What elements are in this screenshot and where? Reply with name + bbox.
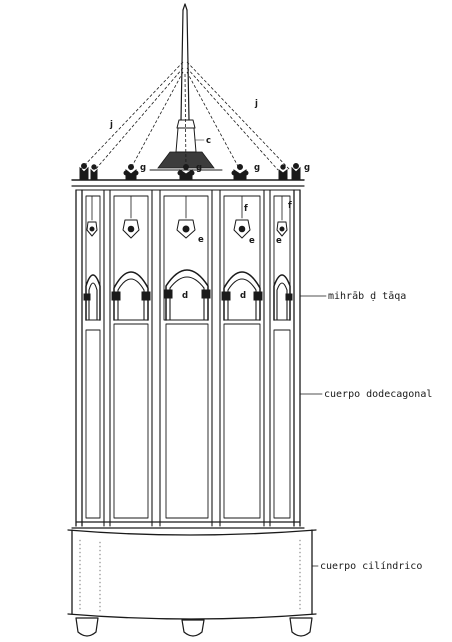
feet: [75, 617, 313, 637]
letter-annotations: c j j g g g g f f e e e d d: [109, 99, 310, 301]
suspension-chains: [79, 61, 291, 171]
mihrab-arches: [83, 269, 293, 321]
letter-f-2: f: [288, 201, 292, 211]
part-labels: mihrāb ḍ tāqa cuerpo dodecagonal cuerpo …: [320, 291, 432, 572]
fleuron-icon: [231, 164, 249, 181]
leader-lines: [194, 139, 327, 567]
fleuron-icon: [291, 163, 301, 181]
crown-cornice: [71, 179, 305, 191]
letter-e-1: e: [198, 235, 204, 245]
letter-d-1: d: [182, 291, 188, 301]
fleuron-icon: [79, 163, 89, 181]
letter-c: c: [206, 136, 211, 146]
letter-j-right: j: [254, 99, 258, 109]
fleuron-icon: [177, 164, 195, 181]
fleurons: [79, 163, 301, 181]
letter-e-2: e: [249, 236, 255, 246]
cylindrical-base: [67, 529, 317, 620]
letter-g-3: g: [254, 163, 260, 173]
label-cuerpo-dodecagonal: cuerpo dodecagonal: [324, 389, 432, 400]
fleuron-icon: [90, 164, 98, 181]
letter-e-3: e: [276, 236, 282, 246]
dodecagonal-body: [71, 189, 305, 529]
letter-g-2: g: [196, 163, 202, 173]
fleuron-icon: [278, 164, 288, 181]
letter-d-2: d: [240, 291, 246, 301]
label-cuerpo-cilindrico: cuerpo cilíndrico: [320, 560, 422, 572]
letter-j-left: j: [109, 120, 113, 130]
label-mihrab: mihrāb ḍ tāqa: [328, 291, 406, 302]
letter-g-1: g: [140, 163, 146, 173]
fleuron-icon: [123, 164, 139, 181]
letter-f-1: f: [244, 204, 248, 214]
letter-g-4: g: [304, 163, 310, 173]
hanging-lamps: [86, 195, 288, 239]
